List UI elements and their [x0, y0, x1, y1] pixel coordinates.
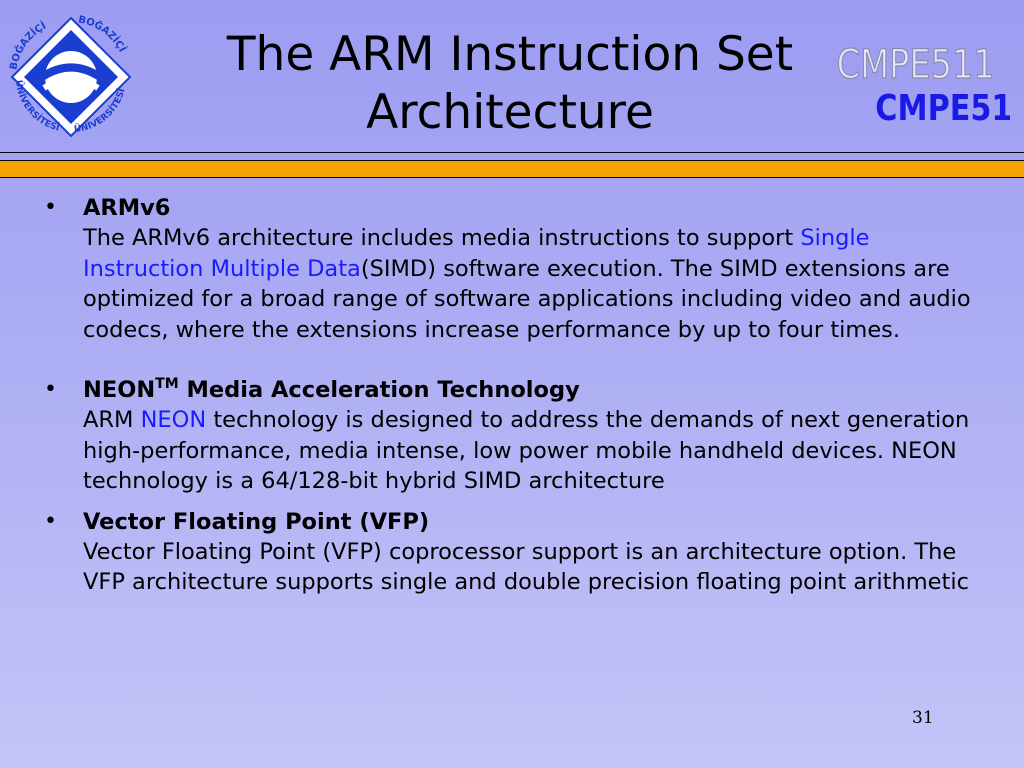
bullet-body-text: technology is designed to address the de…	[83, 407, 970, 495]
bullet-body: The ARMv6 architecture includes media in…	[83, 223, 994, 345]
simd-link[interactable]: Single Instruction Multiple Data	[83, 225, 870, 282]
bullet-armv6: • ARMv6 The ARMv6 architecture includes …	[44, 193, 994, 345]
bullet-dot: •	[44, 508, 57, 534]
university-logo-emblem: BOĞAZİÇİ BOĞAZİÇİ ÜNİVERSİTESİ ÜNİVERSİT…	[8, 14, 132, 138]
university-logo: BOĞAZİÇİ BOĞAZİÇİ ÜNİVERSİTESİ ÜNİVERSİT…	[4, 10, 138, 144]
bullet-list: • ARMv6 The ARMv6 architecture includes …	[44, 193, 994, 598]
bullet-dot: •	[44, 195, 57, 220]
trademark-superscript: TM	[155, 376, 179, 393]
bullet-body-text: The ARMv6 architecture includes media in…	[83, 225, 801, 252]
course-code: CMPE511	[875, 86, 1010, 128]
bullet-body: ARM NEON technology is designed to addre…	[83, 405, 994, 496]
bullet-title: NEONTM Media Acceleration Technology	[83, 375, 994, 405]
neon-link[interactable]: NEON	[140, 407, 207, 434]
bullet-title: Vector Floating Point (VFP)	[83, 508, 430, 535]
title-divider-thin	[0, 152, 1024, 153]
bullet-body-text: (SIMD) software execution. The SIMD exte…	[83, 255, 971, 343]
bullet-vfp: • Vector Floating Point (VFP) Vector Flo…	[44, 507, 994, 598]
bullet-title-text: NEON	[83, 377, 156, 404]
slide-title-line-2: Architecture	[366, 85, 654, 140]
course-code-outline: CMPE511	[837, 41, 995, 88]
slide-title-line-1: The ARM Instruction Set	[226, 27, 794, 82]
bullet-title: ARMv6	[83, 195, 171, 221]
title-divider-bar	[0, 160, 1024, 178]
page-number: 31	[912, 708, 934, 728]
bullet-body: Vector Floating Point (VFP) coprocessor …	[83, 539, 969, 596]
bullet-body-text: ARM	[83, 407, 141, 434]
bullet-dot: •	[44, 377, 57, 403]
bullet-neon: • NEONTM Media Acceleration Technology A…	[44, 375, 994, 497]
slide-title: The ARM Instruction Set Architecture	[160, 26, 860, 142]
bullet-title-text: Media Acceleration Technology	[178, 377, 580, 404]
course-code-emblem: CMPE511 CMPE511	[835, 28, 1024, 129]
